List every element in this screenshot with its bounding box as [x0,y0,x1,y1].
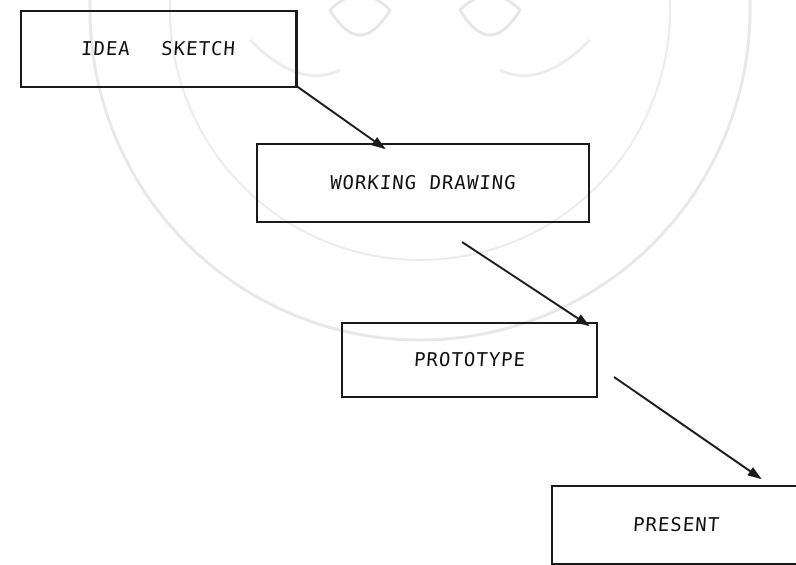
step-present-label: PRESENT [632,514,722,536]
step-prototype-label: PROTOTYPE [412,349,527,371]
arrow-prototype-to-present [613,376,762,480]
step-prototype: PROTOTYPE [341,322,598,398]
step-idea-sketch: IDEA SKETCH [20,10,298,88]
arrow-working-to-prototype [461,241,590,327]
step-working-drawing: WORKING DRAWING [256,143,590,223]
step-present: PRESENT [551,485,796,565]
arrow-idea-to-working [294,84,386,150]
step-working-drawing-label: WORKING DRAWING [328,172,518,194]
step-idea-sketch-label: IDEA SKETCH [80,38,237,60]
